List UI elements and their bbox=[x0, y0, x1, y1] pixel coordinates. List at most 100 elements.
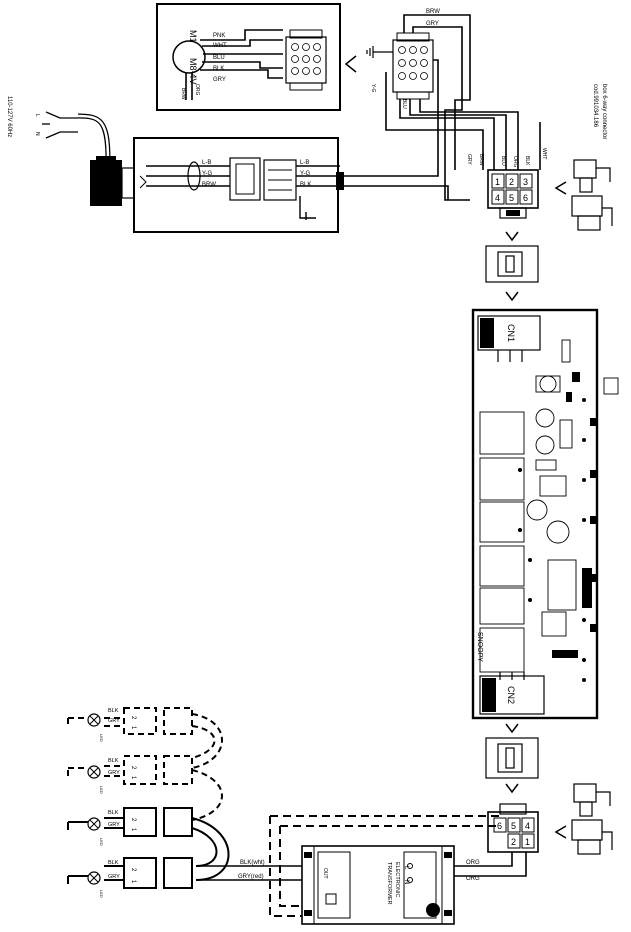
lamp-diode: LED bbox=[99, 838, 104, 846]
bottom-pin: 2 bbox=[511, 837, 516, 847]
top-connector: BRW GRY Y-G BLU bbox=[366, 9, 519, 201]
plug-drawing bbox=[571, 159, 613, 231]
terminal-right-label: Y-G bbox=[300, 171, 310, 177]
lamp-pin: 1 bbox=[130, 828, 136, 832]
snoopy-label: SNOOPY bbox=[476, 632, 483, 662]
six-way-note: box 6-way connector bbox=[601, 84, 607, 139]
led-icon bbox=[87, 817, 101, 831]
arrow-down-icon bbox=[505, 291, 519, 302]
lamp-pin: 1 bbox=[130, 880, 136, 884]
motor-brw-label: BRW bbox=[180, 88, 186, 100]
motor-wire-label: BLK bbox=[213, 66, 224, 72]
ground-icon bbox=[366, 46, 393, 58]
six-way-code: cod.991034.186 bbox=[592, 84, 598, 128]
lamp-blk: BLK bbox=[108, 810, 119, 816]
lamp-pin: 1 bbox=[130, 776, 136, 780]
lamp-group: BLK GRY 2 1 LED BLK GRY 2 1 LED bbox=[67, 707, 230, 898]
motor-connector bbox=[285, 29, 327, 91]
motor-model: M8-4V bbox=[188, 58, 198, 85]
transformer-org: ORG bbox=[466, 860, 480, 866]
arrow-down-icon bbox=[505, 723, 519, 734]
lamp-gry: GRY bbox=[108, 874, 120, 880]
lamp-row: BLK GRY 2 1 LED bbox=[67, 755, 223, 821]
motor-title: M1 bbox=[188, 30, 198, 43]
intermediate-connector-bottom bbox=[485, 723, 539, 794]
bottom-pin: 1 bbox=[525, 837, 530, 847]
lamp-pin: 2 bbox=[130, 716, 136, 720]
motor-wire-label: GRY bbox=[213, 77, 226, 83]
terminal-left-label: BRW bbox=[202, 182, 216, 188]
six-way-wire-label: ORG bbox=[512, 156, 518, 168]
led-icon bbox=[87, 765, 101, 779]
terminal-right-label: BLK bbox=[300, 182, 311, 188]
six-way-pin: 4 bbox=[495, 193, 500, 203]
lamp-pin: 2 bbox=[130, 766, 136, 770]
lamp-pin: 2 bbox=[130, 868, 136, 872]
arrow-down-icon bbox=[505, 231, 519, 242]
transformer-n: N bbox=[403, 880, 409, 884]
bottom-pin: 5 bbox=[511, 821, 516, 831]
lamp-gry: GRY bbox=[108, 770, 120, 776]
lamp-row: BLK GRY 2 1 LED bbox=[67, 707, 223, 769]
lamp-blk: BLK bbox=[108, 758, 119, 764]
lamp-gry: GRY bbox=[108, 822, 120, 828]
lamp-pin: 2 bbox=[130, 818, 136, 822]
terminal-left-label: Y-G bbox=[202, 171, 212, 177]
six-way-wire-label: GRY bbox=[466, 154, 472, 165]
top-connector-blu: BLU bbox=[401, 99, 407, 109]
pcb-board: CN1 bbox=[471, 308, 619, 720]
motor-icon bbox=[172, 40, 206, 74]
terminal-left-label: L-B bbox=[202, 160, 211, 166]
terminal-box: L-B Y-G BRW L-B Y-G BLK bbox=[121, 59, 449, 233]
six-way-wire-label: BLU bbox=[500, 156, 506, 166]
arrow-left-icon bbox=[554, 181, 567, 195]
transformer-blk-wire: BLK(wht) bbox=[240, 860, 265, 866]
arrow-left-icon bbox=[344, 55, 357, 73]
transformer-l: L bbox=[403, 866, 409, 870]
supply-n-label: N bbox=[34, 132, 40, 136]
six-way-wire-label: BLK bbox=[524, 156, 530, 166]
lamp-row: BLK GRY 2 1 LED bbox=[67, 857, 193, 898]
six-way-wire-label: WHT bbox=[541, 148, 547, 159]
lamp-blk: BLK bbox=[108, 860, 119, 866]
six-way-pin: 5 bbox=[509, 193, 514, 203]
supply-voltage: 110-127V 60Hz bbox=[6, 96, 12, 137]
lamp-diode: LED bbox=[99, 786, 104, 794]
arrow-down-icon bbox=[505, 783, 519, 794]
transformer-side-label: OUT bbox=[322, 868, 328, 879]
arrow-left-icon bbox=[554, 825, 567, 839]
transformer-org: ORG bbox=[466, 876, 480, 882]
lamp-blk: BLK bbox=[108, 708, 119, 714]
top-connector-brw: BRW bbox=[426, 9, 440, 15]
lamp-gry: GRY bbox=[108, 718, 120, 724]
six-way-pin: 6 bbox=[523, 193, 528, 203]
lamp-pin: 1 bbox=[130, 726, 136, 730]
motor-box: M1 M8-4V PNK WHT BLU BLK GRY BRW ORG bbox=[156, 3, 341, 111]
lamp-row: BLK GRY 2 1 LED bbox=[67, 807, 230, 881]
bottom-pin: 4 bbox=[525, 821, 530, 831]
led-icon bbox=[87, 713, 101, 727]
lamp-diode: LED bbox=[99, 734, 104, 742]
transformer-title: TRANSFORMER bbox=[386, 862, 392, 905]
cn2-label: CN2 bbox=[506, 686, 516, 704]
transformer-knob-icon bbox=[426, 903, 440, 917]
top-connector-gry: GRY bbox=[426, 21, 439, 27]
bottom-pin: 6 bbox=[497, 821, 502, 831]
motor-wire-label: BLU bbox=[213, 55, 225, 61]
six-way-pin: 2 bbox=[509, 177, 514, 187]
transformer-title: ELECTRONIC bbox=[394, 862, 400, 897]
electronic-transformer: OUT L N ELECTRONIC TRANSFORMER BLK(wht) … bbox=[196, 812, 501, 925]
lamp-diode: LED bbox=[99, 890, 104, 898]
top-connector-yg: Y-G bbox=[370, 84, 376, 93]
transformer-gry-wire: GRY(red) bbox=[238, 874, 264, 880]
six-way-wire-label: BRW bbox=[478, 154, 484, 166]
motor-wire-label: WHT bbox=[213, 43, 227, 49]
intermediate-connector-top bbox=[485, 245, 539, 283]
supply-l-label: L bbox=[34, 114, 40, 117]
six-way-pin: 3 bbox=[523, 177, 528, 187]
cn1-label: CN1 bbox=[506, 324, 516, 342]
six-way-pin: 1 bbox=[495, 177, 500, 187]
six-way-connector: box 6-way connector cod.991034.186 GRY B… bbox=[466, 84, 613, 302]
power-supply: 110-127V 60Hz L N bbox=[6, 96, 122, 206]
